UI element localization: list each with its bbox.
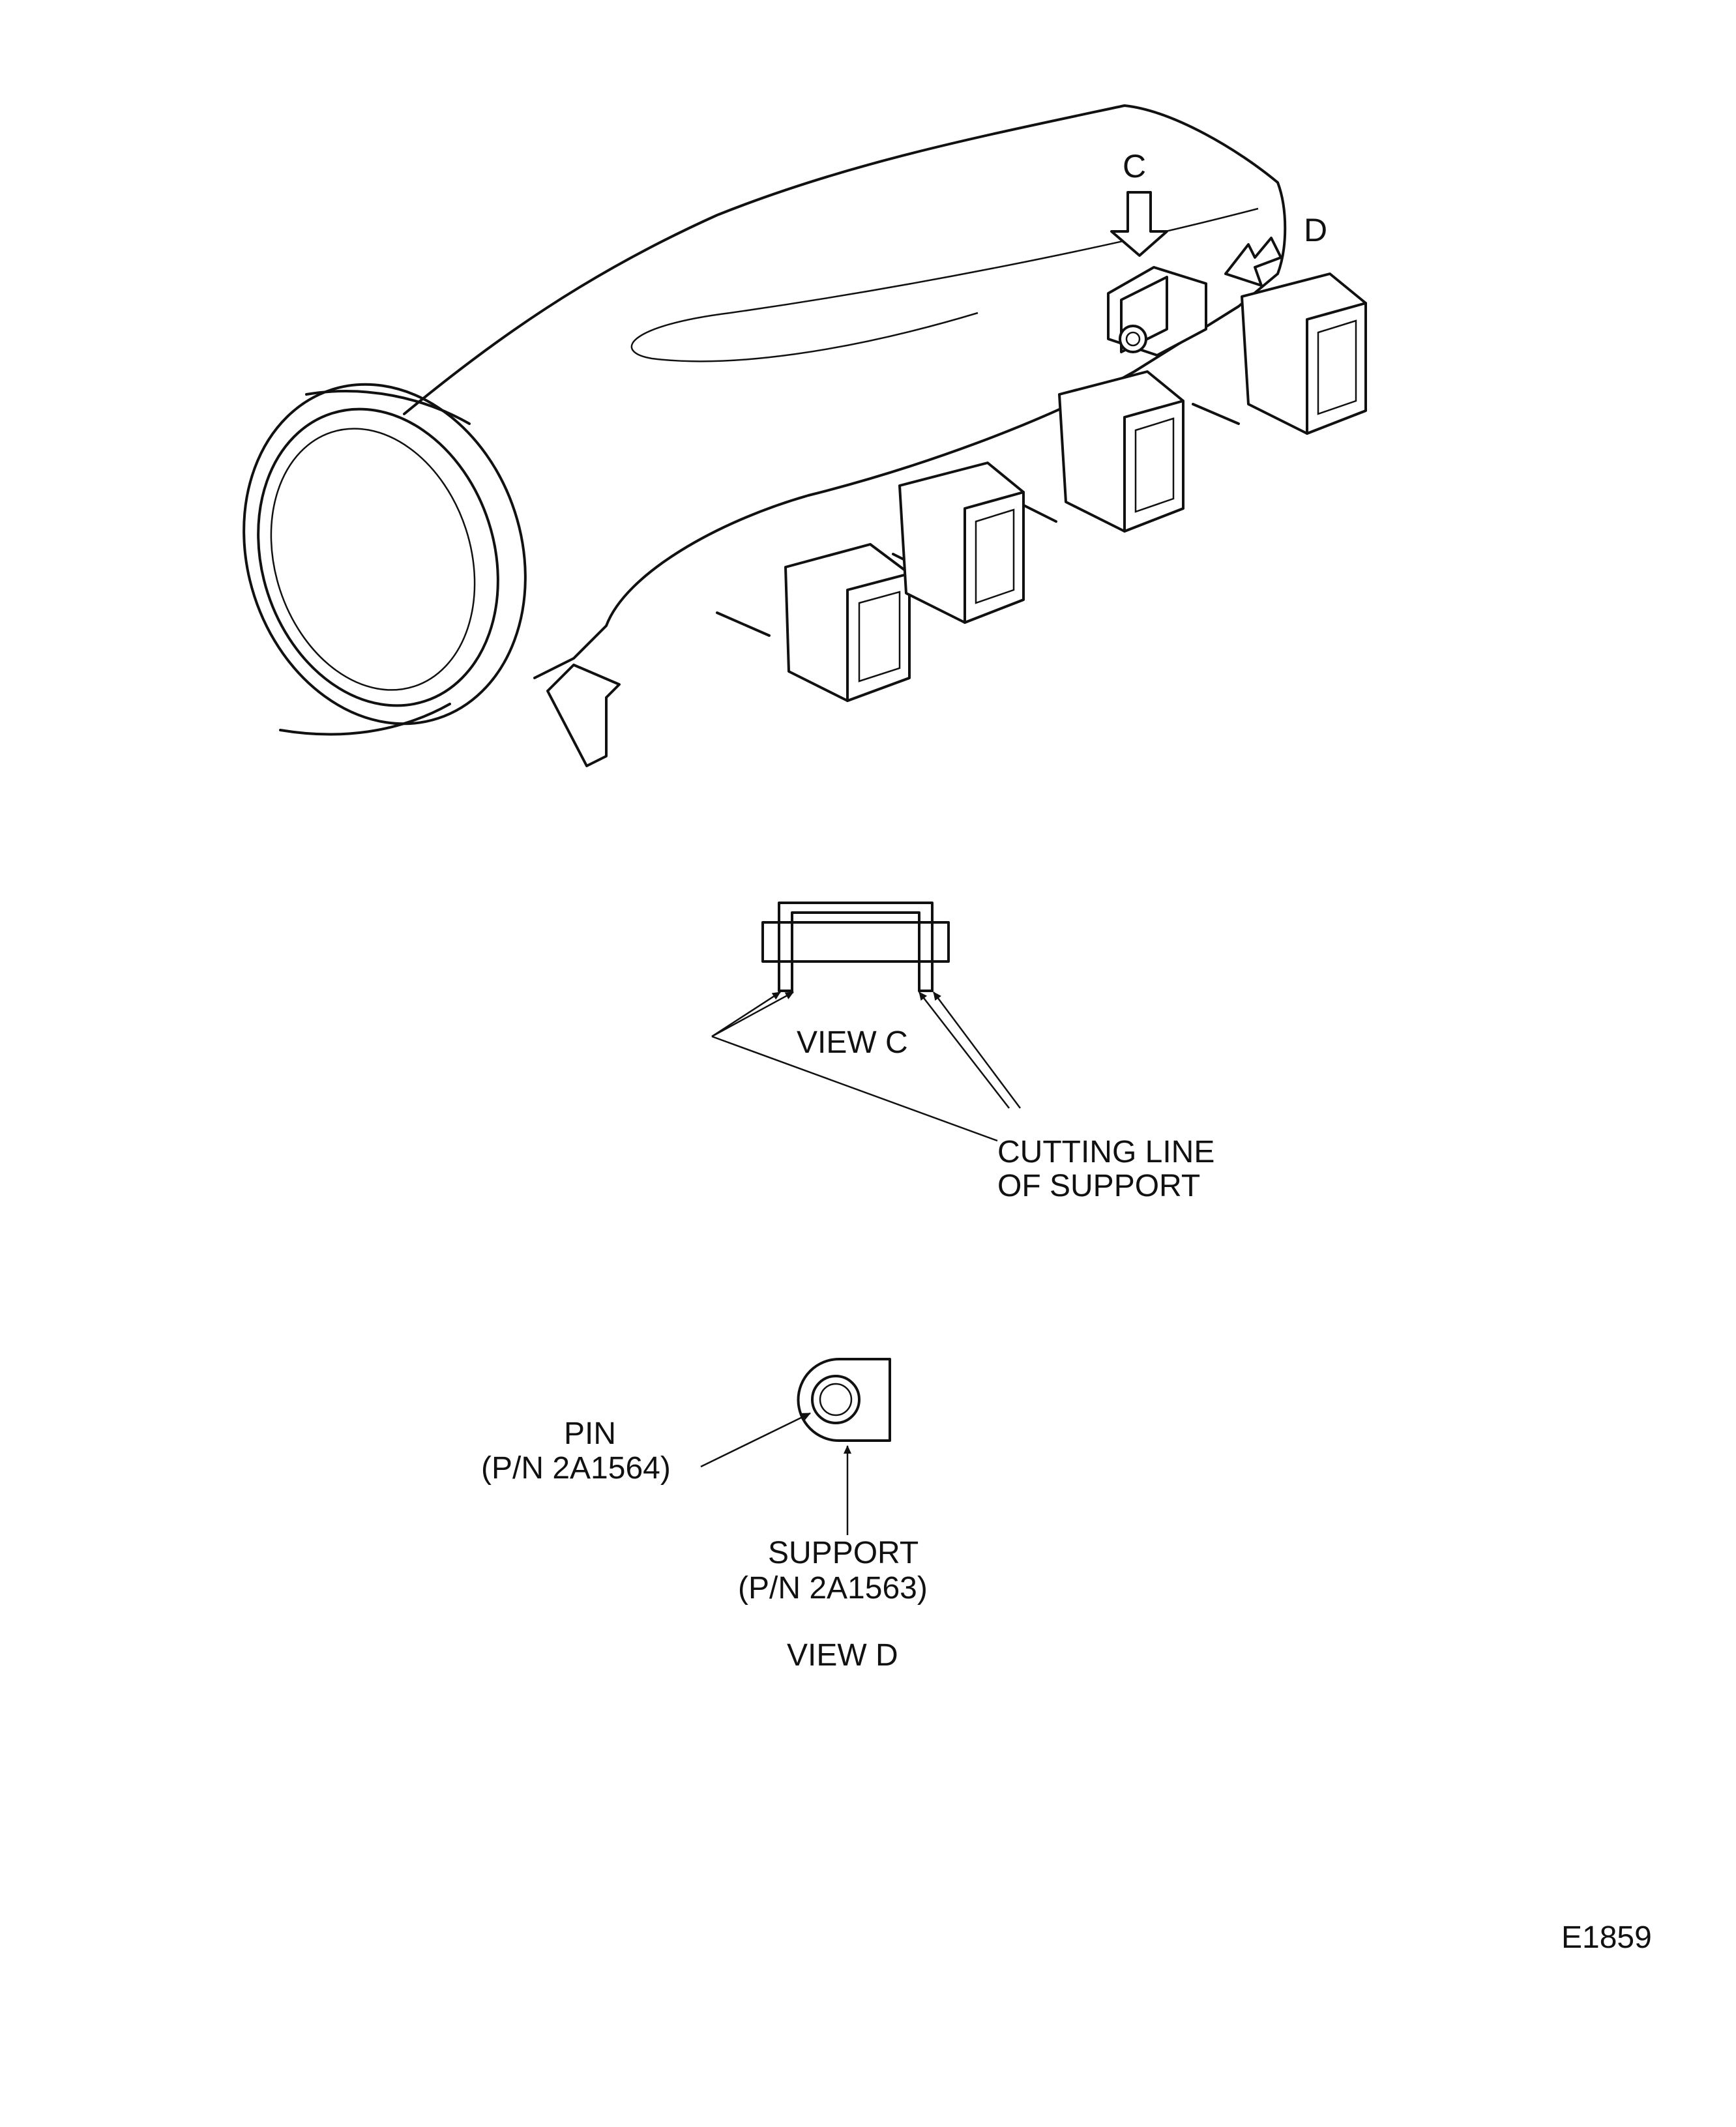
manifold-seam [630, 207, 1259, 362]
view-d-arrow-label: D [1304, 212, 1327, 248]
intake-manifold-drawing: C D [243, 104, 1367, 767]
outlet-port-4 [1241, 272, 1367, 435]
view-d-arrow [1224, 237, 1282, 287]
pin-label: PIN [564, 1416, 616, 1451]
view-c-bracket [778, 902, 934, 992]
outlet-port-1 [784, 543, 911, 702]
view-c-pin-bar [761, 921, 950, 963]
view-d-pin-inner [819, 1383, 853, 1416]
view-c-arrow [1110, 191, 1168, 257]
view-c-arrow-label: C [1123, 148, 1146, 184]
view-c-detail: VIEW C CUTTING LINE OF SUPPORT [711, 902, 1214, 1203]
view-d-pin-outer [811, 1375, 861, 1424]
inlet-flange [243, 383, 527, 736]
cutting-line-label-line1: CUTTING LINE [997, 1135, 1214, 1169]
manifold-body [403, 104, 1287, 679]
view-c-title: VIEW C [797, 1025, 908, 1060]
support-pin [1119, 325, 1147, 353]
mounting-tab [546, 664, 621, 767]
support-part-number: (P/N 2A1563) [738, 1571, 928, 1606]
view-d-detail: PIN (P/N 2A1564) SUPPORT (P/N 2A1563) VI… [481, 1358, 928, 1673]
support-bracket [1107, 266, 1207, 357]
cutting-line-label-line2: OF SUPPORT [997, 1169, 1200, 1203]
support-label: SUPPORT [768, 1536, 919, 1570]
pin-part-number: (P/N 2A1564) [481, 1451, 671, 1486]
view-d-title: VIEW D [787, 1638, 898, 1673]
outlet-port-3 [1058, 370, 1184, 533]
outlet-port-2 [898, 462, 1025, 624]
figure-id: E1859 [1561, 1920, 1652, 1955]
